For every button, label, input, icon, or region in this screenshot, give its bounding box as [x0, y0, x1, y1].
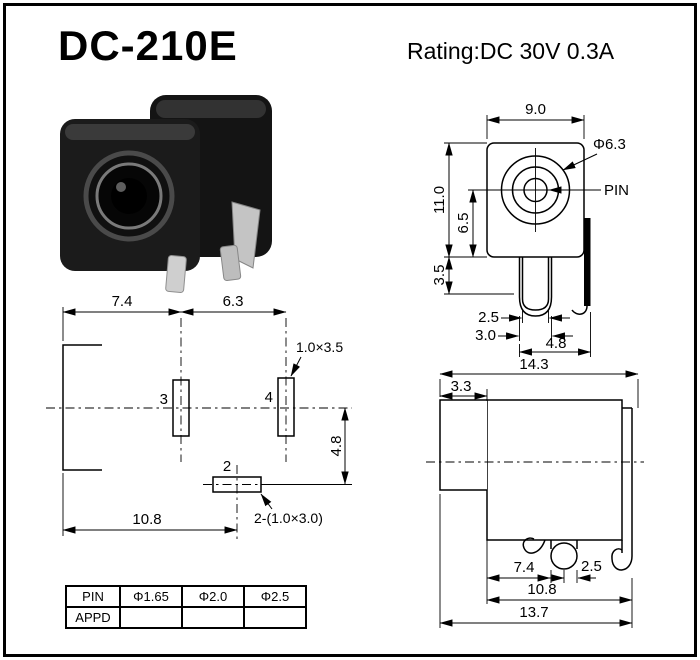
product-photo	[60, 95, 272, 293]
footprint-view: 7.4 6.3 1.0×3.5 3 4 2 4.8 10.8 2-(1.0×3.…	[46, 293, 352, 540]
table-cell-pin: PIN	[65, 585, 121, 608]
front-dim-pin-inner: 2.5	[478, 309, 499, 326]
front-dim-below-body: 3.5	[431, 265, 448, 286]
table-cell	[181, 606, 245, 629]
side-dim-total-width: 14.3	[519, 356, 548, 373]
side-dim-pin-width: 2.5	[581, 558, 602, 575]
footprint-dim-pitch-left: 7.4	[112, 293, 133, 310]
page-title: DC-210E	[58, 22, 238, 69]
front-view: 9.0 Φ6.3 PIN 11.0 6.5 3.5	[431, 101, 629, 357]
side-body	[486, 399, 623, 541]
side-center-pin-tip	[550, 542, 578, 570]
front-dim-height: 11.0	[431, 186, 448, 214]
table-cell: Φ1.65	[119, 585, 183, 608]
photo-pin-left	[165, 255, 187, 293]
table-cell	[243, 606, 307, 629]
footprint-dim-bottom: 10.8	[132, 511, 161, 528]
footprint-slot2-note: 2-(1.0×3.0)	[254, 510, 323, 526]
side-dim-body: 10.8	[527, 581, 556, 598]
side-dim-pin-offset: 7.4	[514, 559, 535, 576]
front-dim-pin-outer: 3.0	[475, 327, 496, 344]
table-cell-appd: APPD	[65, 606, 121, 629]
front-pin-label: PIN	[604, 182, 629, 199]
table-row: APPD	[65, 606, 307, 629]
side-dimensions: 14.3 3.3 7.4 2.5 10.8	[439, 356, 639, 628]
footprint-slot-note: 1.0×3.5	[296, 339, 343, 355]
footprint-pin2-label: 2	[223, 458, 231, 475]
center-pin-outer	[518, 257, 553, 317]
table-cell: Φ2.0	[181, 585, 245, 608]
side-front-plate	[439, 399, 487, 491]
footprint-outline	[46, 318, 352, 540]
photo-barrel-hole	[111, 178, 147, 214]
side-flange-hook	[611, 548, 633, 571]
photo-barrel-glint	[116, 182, 126, 192]
footprint-dim-pitch-right: 6.3	[223, 293, 244, 310]
footprint-pin3-label: 3	[160, 391, 168, 408]
side-dim-front-lip: 3.3	[451, 378, 472, 395]
footprint-dimensions: 7.4 6.3 1.0×3.5 3 4 2 4.8 10.8 2-(1.0×3.…	[62, 293, 352, 536]
photo-body-highlight	[156, 100, 266, 118]
table-cell: Φ2.5	[243, 585, 307, 608]
front-flange	[584, 218, 591, 306]
footprint-pin4	[277, 377, 295, 437]
side-pin-hook	[522, 537, 546, 554]
front-view-outline	[468, 142, 591, 317]
front-dim-pin-to-flange: 4.8	[546, 335, 567, 352]
table-cell	[119, 606, 183, 629]
front-view-dimensions: 9.0 Φ6.3 PIN 11.0 6.5 3.5	[431, 101, 629, 357]
front-dim-width: 9.0	[525, 101, 546, 118]
side-view: 14.3 3.3 7.4 2.5 10.8	[426, 356, 644, 628]
table-row: PIN Φ1.65 Φ2.0 Φ2.5	[65, 585, 307, 608]
front-dim-barrel-dia: Φ6.3	[593, 136, 626, 153]
front-dim-center: 6.5	[455, 213, 472, 234]
photo-front-highlight	[65, 124, 195, 140]
photo-solder-lug	[231, 201, 261, 269]
side-dim-overall: 13.7	[519, 604, 548, 621]
side-outline	[426, 399, 644, 571]
footprint-dim-vertical: 4.8	[328, 436, 345, 457]
center-pin-inner	[521, 257, 550, 311]
footprint-pin4-label: 4	[265, 389, 273, 406]
photo-pin-right	[219, 244, 242, 282]
footprint-body-bracket	[62, 344, 102, 471]
rating-text: Rating:DC 30V 0.3A	[407, 38, 615, 64]
spec-table: PIN Φ1.65 Φ2.0 Φ2.5 APPD	[65, 585, 307, 629]
